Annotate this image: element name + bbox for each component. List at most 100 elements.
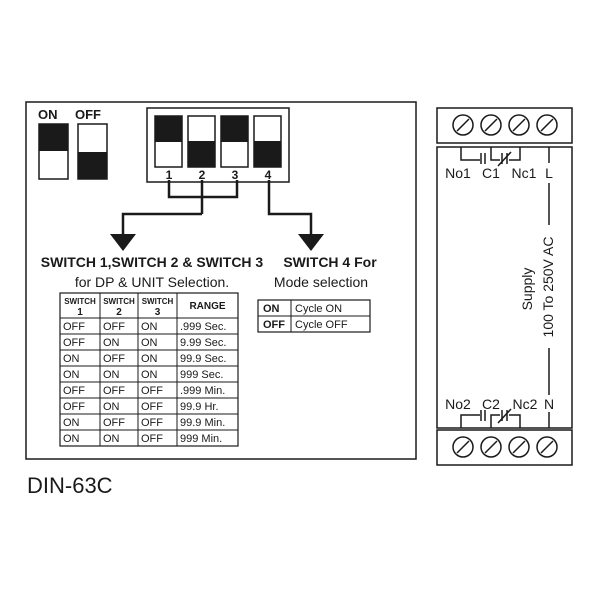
relay-module: No1 C1 Nc1 L Supply 100 To 250V AC No2 C… (436, 107, 573, 466)
label-no1: No1 (445, 165, 471, 181)
bottom-terminal-screw-3-slot (512, 440, 526, 454)
range-table-cell: OFF (63, 321, 85, 333)
top-terminal-screw-1-slot (456, 118, 470, 132)
bottom-terminal-screw-4-slot (540, 440, 554, 454)
range-table-cell: OFF (63, 385, 85, 397)
relay-2-lead-c2 (490, 414, 500, 428)
range-table-range-cell: 999 Min. (180, 433, 222, 445)
range-table-header-number-3: 3 (155, 307, 161, 318)
range-table-cell: OFF (63, 337, 85, 349)
label-no2: No2 (445, 396, 471, 412)
label-l: L (545, 165, 553, 181)
caption-right-title: SWITCH 4 For (283, 254, 377, 270)
range-table-cell: OFF (141, 385, 163, 397)
range-table-range-cell: 9.99 Sec. (180, 337, 226, 349)
mode-arrow-icon (298, 234, 324, 251)
relay-1-nc-slash (497, 151, 512, 167)
range-table-range-cell: 99.9 Min. (180, 417, 225, 429)
legend-on-label: ON (38, 107, 58, 122)
range-table-range-cell: 999 Sec. (180, 369, 223, 381)
top-terminal-screw-3-slot (512, 118, 526, 132)
dp-unit-arrow-icon (110, 234, 136, 251)
mode-selection-table: ON Cycle ON OFF Cycle OFF (257, 299, 371, 333)
dip-switch-3-lever (221, 116, 248, 142)
dip-switch-number-2: 2 (199, 168, 206, 182)
switch-panel (25, 101, 417, 460)
range-table-cell: ON (141, 321, 158, 333)
range-table-cell: ON (63, 353, 80, 365)
mode-table-state: ON (263, 303, 280, 315)
range-table-range-cell: .999 Min. (180, 385, 225, 397)
model-name: DIN-63C (27, 473, 113, 498)
range-table-header-switch-3: SWITCH (142, 297, 174, 306)
range-table-range-cell: 99.9 Hr. (180, 401, 219, 413)
bottom-terminal-screw-2-slot (484, 440, 498, 454)
range-table-cell: ON (141, 369, 158, 381)
range-table-cell: ON (141, 337, 158, 349)
caption-right-subtitle: Mode selection (274, 274, 368, 290)
dip-switch-number-3: 3 (232, 168, 239, 182)
bottom-terminal-screws (452, 436, 558, 458)
caption-left-title: SWITCH 1,SWITCH 2 & SWITCH 3 (41, 254, 264, 270)
legend-on-lever (39, 124, 68, 151)
dip-switch-number-1: 1 (166, 168, 173, 182)
selection-connectors (110, 180, 324, 251)
range-table-header-range: RANGE (189, 301, 225, 312)
relay-2-lead-no2 (460, 414, 480, 428)
mode-table-description: Cycle ON (295, 303, 342, 315)
relay-2-lead-nc2 (509, 414, 521, 428)
range-table-cell: ON (141, 353, 158, 365)
range-table-cell: ON (103, 337, 120, 349)
range-table-header-number-2: 2 (116, 307, 122, 318)
range-table-cell: OFF (103, 353, 125, 365)
range-table-cell: ON (103, 433, 120, 445)
label-nc1: Nc1 (512, 165, 537, 181)
dip-switch-block: 1 2 3 4 (146, 107, 290, 183)
dp-unit-arrow-line (121, 212, 202, 236)
range-table-cell: OFF (103, 321, 125, 333)
relay-2-contacts (460, 408, 550, 428)
supply-label: Supply (519, 268, 535, 311)
range-table-cell: ON (63, 433, 80, 445)
top-terminal-screws (452, 114, 558, 136)
range-table-range-cell: .999 Sec. (180, 321, 226, 333)
mode-table-state: OFF (263, 319, 285, 331)
bottom-terminal-screw-1-slot (456, 440, 470, 454)
legend-off-label: OFF (75, 107, 101, 122)
range-table-cell: OFF (63, 401, 85, 413)
range-table-cell: ON (103, 369, 120, 381)
relay-1-contacts (460, 147, 550, 167)
dip-switch-4-lever (254, 141, 281, 167)
on-off-legend: ON OFF (38, 107, 108, 180)
dip-switch-numbers: 1 2 3 4 (166, 168, 272, 182)
label-c2: C2 (482, 396, 500, 412)
range-table-cell: ON (63, 369, 80, 381)
relay-2-nc-slash (497, 408, 512, 424)
relay-1-lead-c1 (490, 147, 500, 161)
range-table-cell: OFF (141, 401, 163, 413)
range-table-range-cell: 99.9 Sec. (180, 353, 226, 365)
range-table-header-number-1: 1 (77, 307, 83, 318)
top-terminal-screw-4-slot (540, 118, 554, 132)
range-table-cell: OFF (141, 417, 163, 429)
relay-1-lead-no1 (460, 147, 480, 161)
range-table-cell: OFF (103, 417, 125, 429)
dip-switch-2-lever (188, 141, 215, 167)
range-table-cell: ON (63, 417, 80, 429)
dip-switches (154, 115, 282, 168)
mode-table-description: Cycle OFF (295, 319, 348, 331)
dip-switch-number-4: 4 (265, 168, 272, 182)
label-c1: C1 (482, 165, 500, 181)
mode-arrow-line (267, 180, 313, 236)
range-table-header-switch-1: SWITCH (64, 297, 96, 306)
range-table-border (59, 292, 239, 447)
top-terminal-screw-2-slot (484, 118, 498, 132)
caption-left-subtitle: for DP & UNIT Selection. (75, 274, 229, 290)
dip-switch-1-lever (155, 116, 182, 142)
range-table-cell: OFF (141, 433, 163, 445)
supply-voltage: 100 To 250V AC (540, 237, 556, 338)
range-table-header-switch-2: SWITCH (103, 297, 135, 306)
legend-off-lever (78, 152, 107, 179)
